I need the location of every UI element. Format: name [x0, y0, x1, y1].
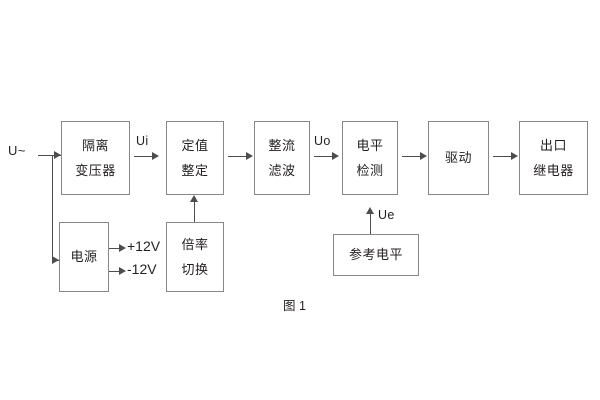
block-line-1: 参考电平	[348, 247, 403, 263]
block-line-2: 变压器	[75, 163, 116, 178]
figure-caption: 图 1	[283, 299, 306, 313]
block-line-1: 隔离	[81, 137, 109, 153]
arrow-into-setting-value	[152, 152, 159, 160]
block-line-1: 倍率	[181, 236, 209, 252]
arrow-into-rectify-filter	[246, 152, 253, 160]
block-line-1: 电平	[356, 137, 384, 153]
input-stub-line	[38, 155, 52, 156]
arrow-rail-positive	[119, 244, 126, 252]
connector-multiple-switch-to-setting	[194, 200, 195, 222]
arrow-into-output-relay	[511, 152, 518, 160]
block-reference-level: 参考电平	[333, 234, 419, 276]
signal-label-ui: Ui	[136, 134, 149, 148]
block-line-1: 电源	[70, 249, 98, 265]
arrow-into-power-supply	[52, 256, 59, 264]
block-isolation-transformer: 隔离 变压器	[61, 121, 130, 195]
connector-transformer-to-setting	[134, 156, 155, 157]
arrow-into-setting-value-from-switch	[190, 195, 198, 202]
block-line-2: 检测	[356, 163, 384, 178]
block-line-1: 驱动	[444, 150, 472, 166]
connector-reference-to-level-detection	[370, 212, 371, 234]
block-drive: 驱动	[428, 121, 489, 195]
block-line-2: 切换	[181, 262, 209, 277]
block-power-supply: 电源	[59, 222, 109, 292]
block-line-1: 整流	[268, 137, 296, 153]
connector-level-to-drive	[402, 156, 423, 157]
connector-setting-to-rectify	[228, 156, 249, 157]
connector-rectify-to-level	[314, 156, 335, 157]
input-signal-label: U~	[8, 143, 26, 158]
rail-line-negative	[109, 271, 123, 272]
block-multiple-switch: 倍率 切换	[166, 222, 224, 292]
block-output-relay: 出口 继电器	[519, 121, 588, 195]
arrow-into-level-detection	[332, 152, 339, 160]
connector-drive-to-output-relay	[493, 156, 514, 157]
arrow-rail-negative	[119, 267, 126, 275]
block-rectify-filter: 整流 滤波	[254, 121, 310, 195]
rail-line-positive	[109, 248, 123, 249]
block-setting-value: 定值 整定	[166, 121, 224, 195]
block-line-2: 继电器	[533, 163, 574, 178]
block-line-1: 定值	[181, 137, 209, 153]
block-level-detection: 电平 检测	[342, 121, 398, 195]
rail-label-positive: +12V	[127, 238, 161, 254]
signal-label-ue: Ue	[378, 208, 395, 222]
block-line-1: 出口	[539, 137, 567, 153]
arrow-into-level-detection-from-reference	[366, 207, 374, 214]
block-line-2: 滤波	[268, 163, 296, 178]
block-line-2: 整定	[181, 163, 209, 178]
signal-label-uo: Uo	[314, 134, 331, 148]
arrow-into-transformer	[54, 151, 61, 159]
input-trunk-line	[52, 155, 53, 260]
rail-label-negative: -12V	[127, 261, 157, 277]
arrow-into-drive	[420, 152, 427, 160]
